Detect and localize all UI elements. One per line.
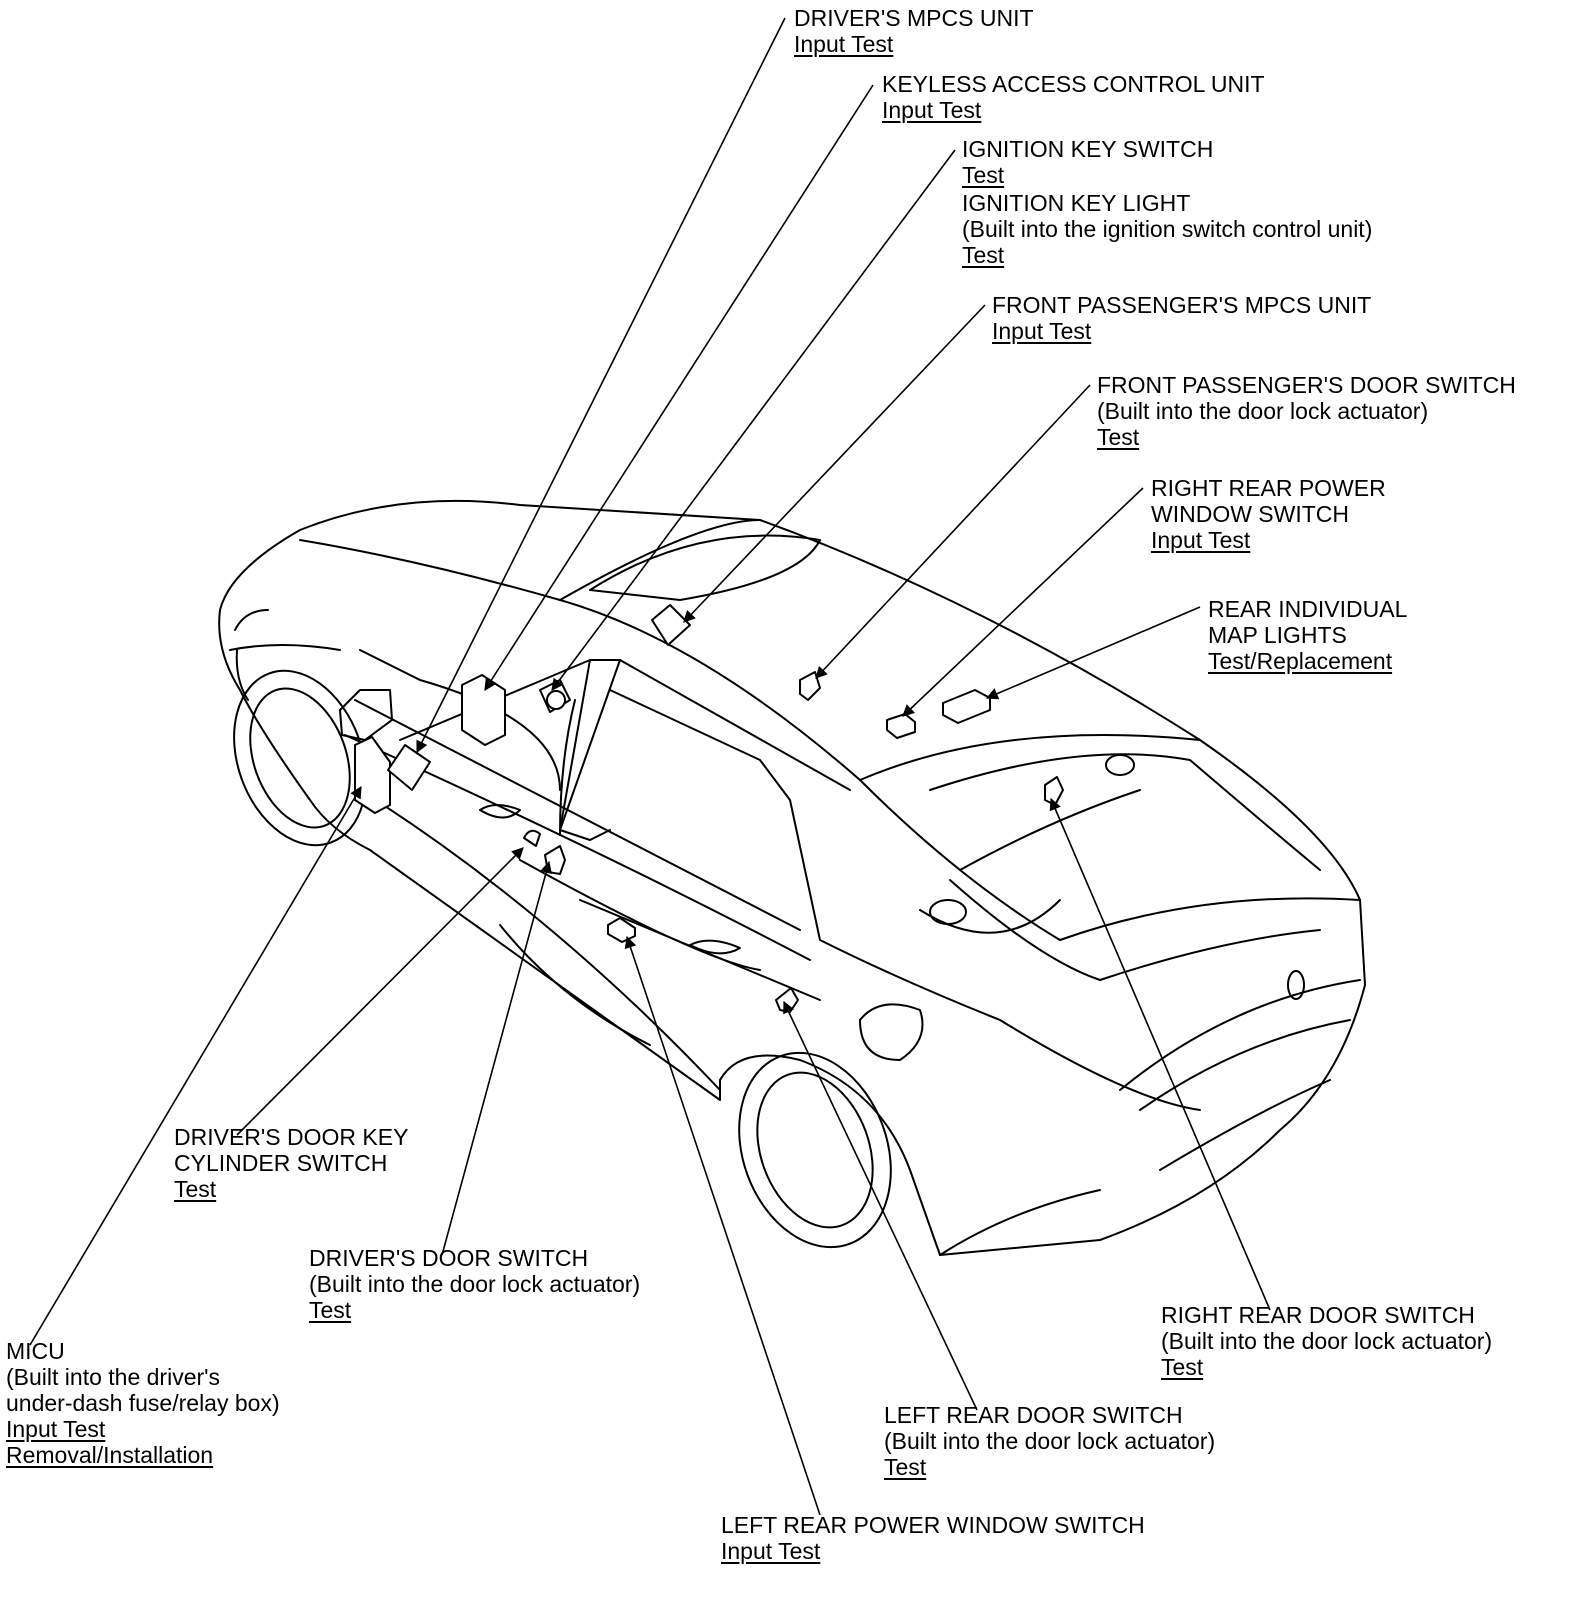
callout-subtitle: (Built into the door lock actuator) <box>884 1428 1216 1454</box>
callout-micu: MICU (Built into the driver's under-dash… <box>6 1338 280 1468</box>
callout-title: IGNITION KEY SWITCH <box>962 136 1214 162</box>
callout-subtitle-2: under-dash fuse/relay box) <box>6 1390 280 1416</box>
leader-rear-map <box>985 606 1201 700</box>
leader-drivers-mpcs <box>416 17 786 754</box>
drivers-mpcs-input-test-link[interactable]: Input Test <box>794 31 894 57</box>
callout-rear-map: REAR INDIVIDUAL MAP LIGHTS Test/Replacem… <box>1208 596 1407 674</box>
micu-removal-installation-link[interactable]: Removal/Installation <box>6 1442 214 1468</box>
wheels <box>233 669 892 1249</box>
callout-title-2: MAP LIGHTS <box>1208 622 1347 648</box>
callout-title: DRIVER'S MPCS UNIT <box>794 5 1034 31</box>
leader-keyless <box>484 84 874 692</box>
keyless-box <box>461 674 506 746</box>
leader-front-pass-mpcs <box>683 304 986 623</box>
callout-ign-light: IGNITION KEY LIGHT (Built into the ignit… <box>962 190 1372 268</box>
drv-key-cyl <box>523 829 541 847</box>
drivers-mpcs-box <box>387 744 431 791</box>
components <box>354 604 1064 1013</box>
callout-title: LEFT REAR POWER WINDOW SWITCH <box>721 1512 1145 1538</box>
leader-rr-door <box>1049 797 1271 1311</box>
callout-title: RIGHT REAR DOOR SWITCH <box>1161 1302 1475 1328</box>
callout-rr-door: RIGHT REAR DOOR SWITCH (Built into the d… <box>1161 1302 1492 1380</box>
leader-drv-door <box>441 860 552 1256</box>
callout-subtitle: (Built into the door lock actuator) <box>1097 398 1429 424</box>
drv-door-switch <box>544 845 566 875</box>
ign-light-test-link[interactable]: Test <box>962 242 1005 268</box>
rr-window-switch <box>886 713 916 739</box>
callout-title: IGNITION KEY LIGHT <box>962 190 1191 216</box>
callout-subtitle: (Built into the door lock actuator) <box>1161 1328 1493 1354</box>
callout-title: MICU <box>6 1338 65 1364</box>
callout-title: FRONT PASSENGER'S MPCS UNIT <box>992 292 1372 318</box>
drv-door-test-link[interactable]: Test <box>309 1297 352 1323</box>
key-cyl-test-link[interactable]: Test <box>174 1176 217 1202</box>
car-body <box>218 499 1366 1256</box>
callout-key-cyl: DRIVER'S DOOR KEY CYLINDER SWITCH Test <box>174 1124 408 1202</box>
leader-rr-window <box>902 487 1144 717</box>
rear-map-lights <box>942 689 991 724</box>
callout-drivers-mpcs: DRIVER'S MPCS UNIT Input Test <box>794 5 1034 57</box>
front-pass-mpcs-box <box>651 604 691 646</box>
callout-ign-switch: IGNITION KEY SWITCH Test <box>962 136 1213 188</box>
front-pass-door-test-link[interactable]: Test <box>1097 424 1140 450</box>
lr-door-test-link[interactable]: Test <box>884 1454 927 1480</box>
callout-front-pass-door: FRONT PASSENGER'S DOOR SWITCH (Built int… <box>1097 372 1516 450</box>
ign-switch-test-link[interactable]: Test <box>962 162 1005 188</box>
callout-title: FRONT PASSENGER'S DOOR SWITCH <box>1097 372 1516 398</box>
callout-title-2: CYLINDER SWITCH <box>174 1150 388 1176</box>
callout-title: LEFT REAR DOOR SWITCH <box>884 1402 1183 1428</box>
callout-title: KEYLESS ACCESS CONTROL UNIT <box>882 71 1265 97</box>
micu-box <box>354 736 391 814</box>
front-pass-mpcs-input-test-link[interactable]: Input Test <box>992 318 1092 344</box>
micu-input-test-link[interactable]: Input Test <box>6 1416 106 1442</box>
rr-window-input-test-link[interactable]: Input Test <box>1151 527 1251 553</box>
leader-ign <box>551 149 956 691</box>
callout-title: REAR INDIVIDUAL <box>1208 596 1408 622</box>
lr-window-input-test-link[interactable]: Input Test <box>721 1538 821 1564</box>
front-pass-door-switch <box>799 671 821 701</box>
callout-title: DRIVER'S DOOR KEY <box>174 1124 409 1150</box>
leader-front-pass-door <box>815 384 1091 679</box>
callout-keyless: KEYLESS ACCESS CONTROL UNIT Input Test <box>882 71 1265 123</box>
rr-door-switch <box>1044 776 1064 806</box>
callout-subtitle: (Built into the ignition switch control … <box>962 216 1373 242</box>
callout-drv-door: DRIVER'S DOOR SWITCH (Built into the doo… <box>309 1245 640 1323</box>
callout-title: DRIVER'S DOOR SWITCH <box>309 1245 589 1271</box>
callout-subtitle: (Built into the door lock actuator) <box>309 1271 641 1297</box>
callout-title: RIGHT REAR POWER <box>1151 475 1386 501</box>
leader-lines <box>29 17 1271 1516</box>
callout-lr-window: LEFT REAR POWER WINDOW SWITCH Input Test <box>721 1512 1145 1564</box>
callout-lr-door: LEFT REAR DOOR SWITCH (Built into the do… <box>884 1402 1215 1480</box>
leader-lr-window <box>624 935 821 1516</box>
callout-rr-window: RIGHT REAR POWER WINDOW SWITCH Input Tes… <box>1151 475 1386 553</box>
leader-key-cyl <box>236 847 524 1136</box>
callout-subtitle: (Built into the driver's <box>6 1364 221 1390</box>
leader-micu <box>29 785 362 1346</box>
callout-front-pass-mpcs: FRONT PASSENGER'S MPCS UNIT Input Test <box>992 292 1371 344</box>
callout-title-2: WINDOW SWITCH <box>1151 501 1350 527</box>
leader-lr-door <box>783 1000 978 1411</box>
keyless-input-test-link[interactable]: Input Test <box>882 97 982 123</box>
rear-map-test-replacement-link[interactable]: Test/Replacement <box>1208 648 1393 674</box>
rr-door-test-link[interactable]: Test <box>1161 1354 1204 1380</box>
